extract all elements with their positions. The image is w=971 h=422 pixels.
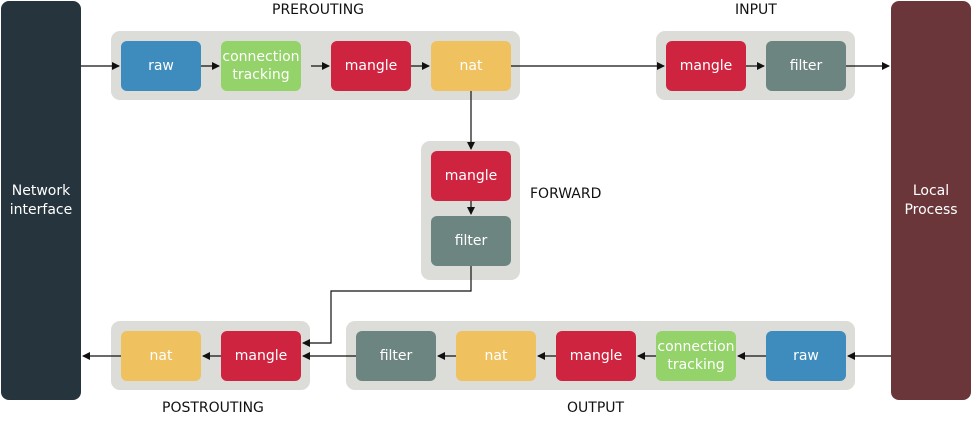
output-raw-box: raw xyxy=(766,331,846,381)
forward-label: FORWARD xyxy=(530,186,602,202)
output-label: OUTPUT xyxy=(567,400,625,416)
prerouting-conntrack-box: connection tracking xyxy=(221,41,301,91)
local-process-block: Local Process xyxy=(891,1,971,400)
input-filter-box: filter xyxy=(766,41,846,91)
output-nat-box: nat xyxy=(456,331,536,381)
prerouting-label: PREROUTING xyxy=(272,2,365,18)
postrouting-label: POSTROUTING xyxy=(162,400,264,416)
output-filter-box: filter xyxy=(356,331,436,381)
prerouting-nat-box: nat xyxy=(431,41,511,91)
postrouting-nat-box: nat xyxy=(121,331,201,381)
network-interface-block: Network interface xyxy=(1,1,81,400)
prerouting-raw-box: raw xyxy=(121,41,201,91)
output-mangle-box: mangle xyxy=(556,331,636,381)
postrouting-mangle-box: mangle xyxy=(221,331,301,381)
input-label: INPUT xyxy=(735,2,777,18)
output-conntrack-box: connection tracking xyxy=(656,331,736,381)
forward-mangle-box: mangle xyxy=(431,151,511,201)
forward-filter-box: filter xyxy=(431,216,511,266)
arrow-forward-filter-to-postrouting xyxy=(302,266,472,347)
input-mangle-box: mangle xyxy=(666,41,746,91)
prerouting-mangle-box: mangle xyxy=(331,41,411,91)
